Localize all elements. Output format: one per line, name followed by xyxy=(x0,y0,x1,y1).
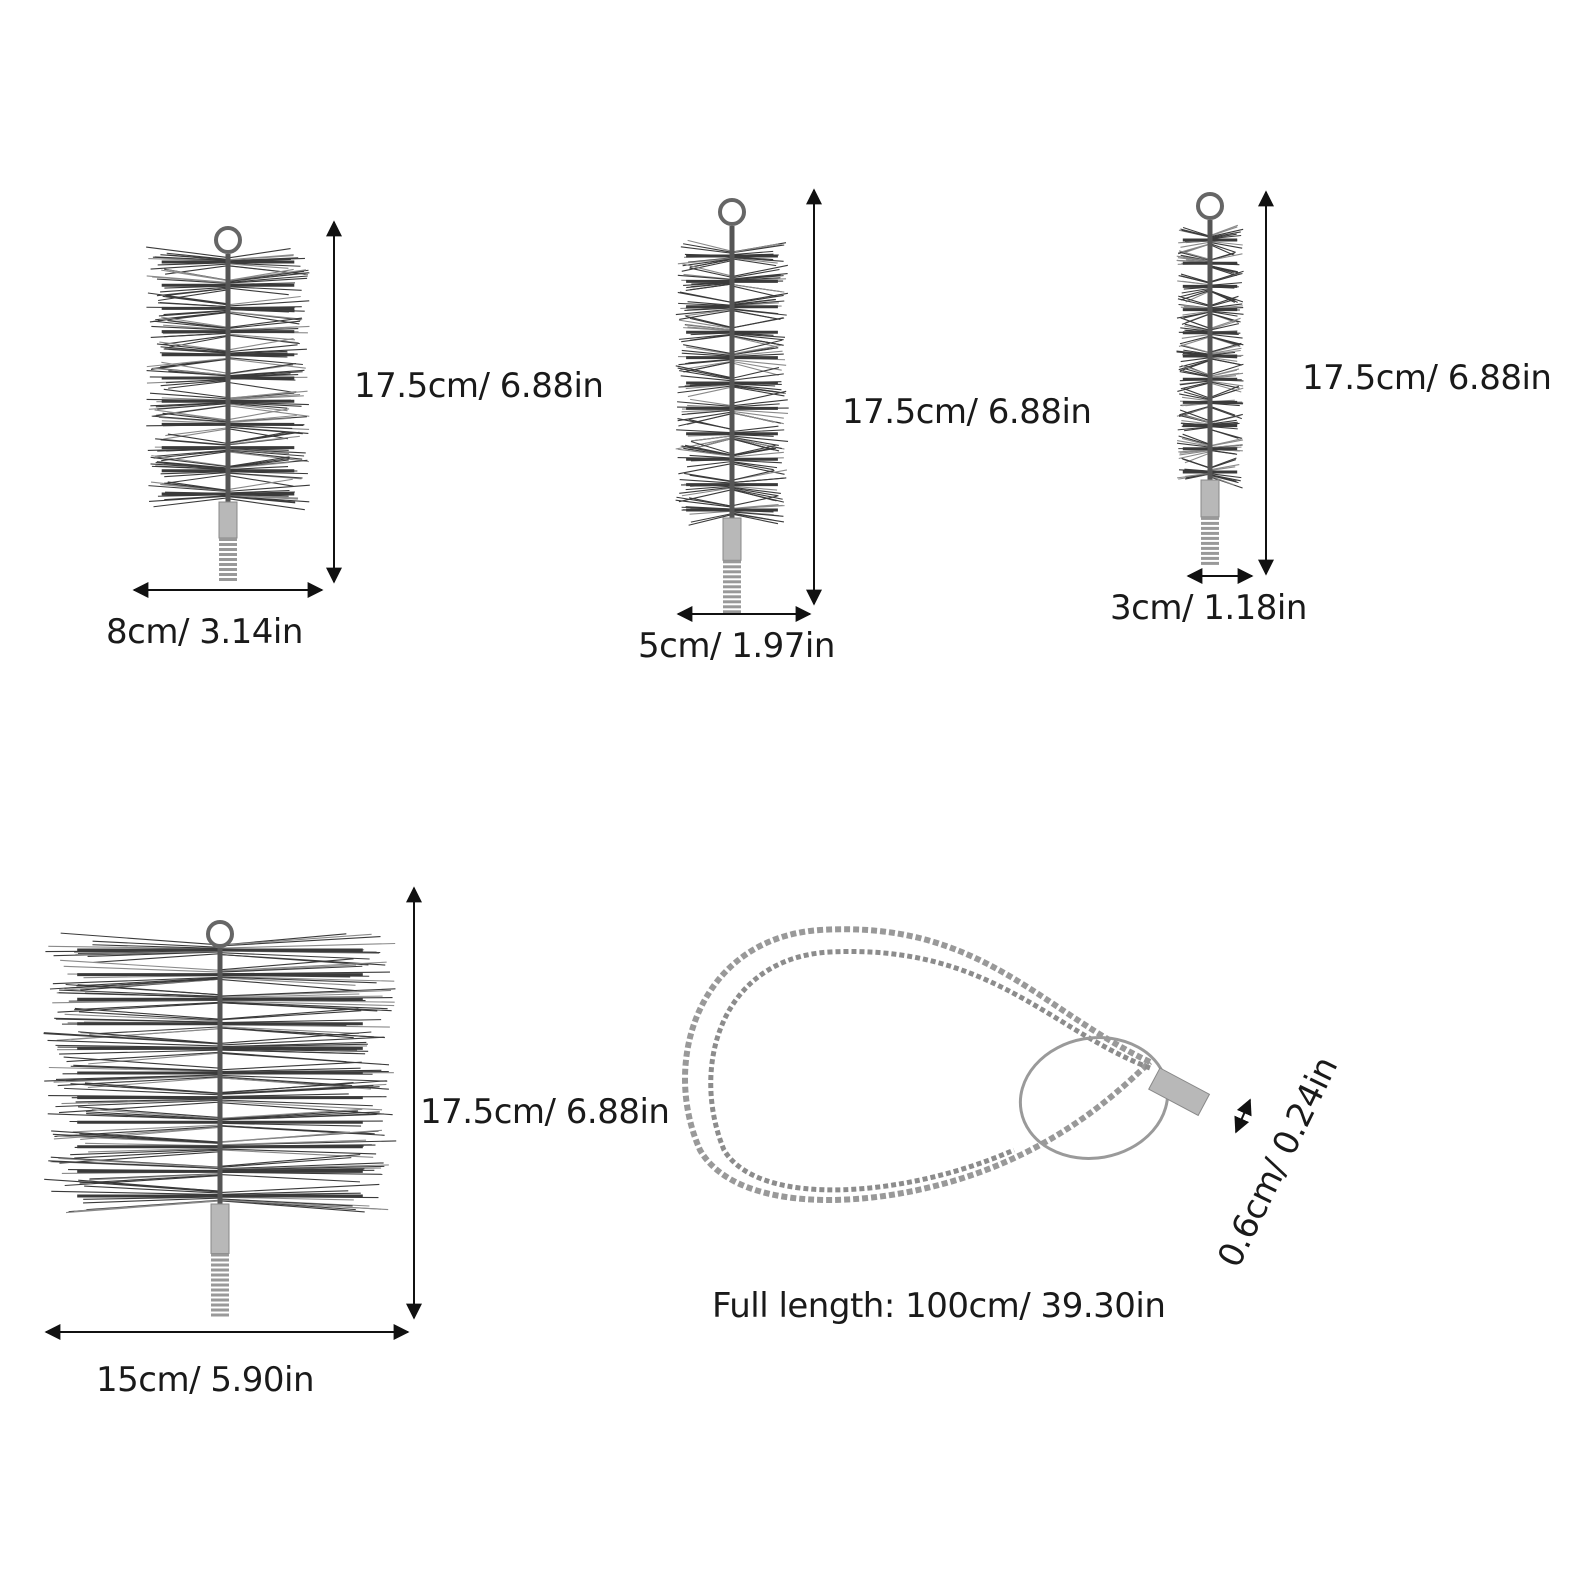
brush-15cm-width-label: 15cm/ 5.90in xyxy=(96,1360,315,1400)
bristles xyxy=(675,239,789,526)
threaded-tip xyxy=(211,1253,229,1317)
brush-15cm-illustration xyxy=(43,920,397,1317)
brush-15cm-height-label: 17.5cm/ 6.88in xyxy=(420,1092,670,1132)
cable-length-label: Full length: 100cm/ 39.30in xyxy=(712,1286,1166,1326)
handle-sleeve xyxy=(722,517,742,561)
brush-8cm-illustration xyxy=(146,226,310,581)
handle-sleeve xyxy=(218,501,238,539)
twisted-cable-illustration xyxy=(682,926,1211,1203)
threaded-tip xyxy=(219,538,237,581)
hanging-loop xyxy=(214,226,242,254)
threaded-tip xyxy=(1201,516,1219,565)
cable-connector xyxy=(1148,1067,1211,1117)
brush-3cm-width-label: 3cm/ 1.18in xyxy=(1110,588,1307,628)
brush-3cm-illustration xyxy=(1176,192,1244,565)
brush-5cm-width-label: 5cm/ 1.97in xyxy=(638,626,835,666)
bristles xyxy=(146,246,310,511)
bristles xyxy=(1176,224,1244,489)
threaded-tip xyxy=(723,560,741,614)
brush-8cm-width-label: 8cm/ 3.14in xyxy=(106,612,303,652)
hanging-loop xyxy=(718,198,746,226)
handle-sleeve xyxy=(210,1203,230,1254)
brush-5cm-illustration xyxy=(675,198,789,614)
hanging-loop xyxy=(206,920,234,948)
hanging-loop xyxy=(1196,192,1224,220)
cable-diameter-arrow xyxy=(1234,1098,1252,1134)
brush-8cm-height-label: 17.5cm/ 6.88in xyxy=(354,366,604,406)
cable-strand-inner xyxy=(708,948,1151,1193)
handle-sleeve xyxy=(1200,479,1220,518)
brush-3cm-height-label: 17.5cm/ 6.88in xyxy=(1302,358,1552,398)
cable-strand-outer xyxy=(682,926,1153,1203)
brush-5cm-height-label: 17.5cm/ 6.88in xyxy=(842,392,1092,432)
